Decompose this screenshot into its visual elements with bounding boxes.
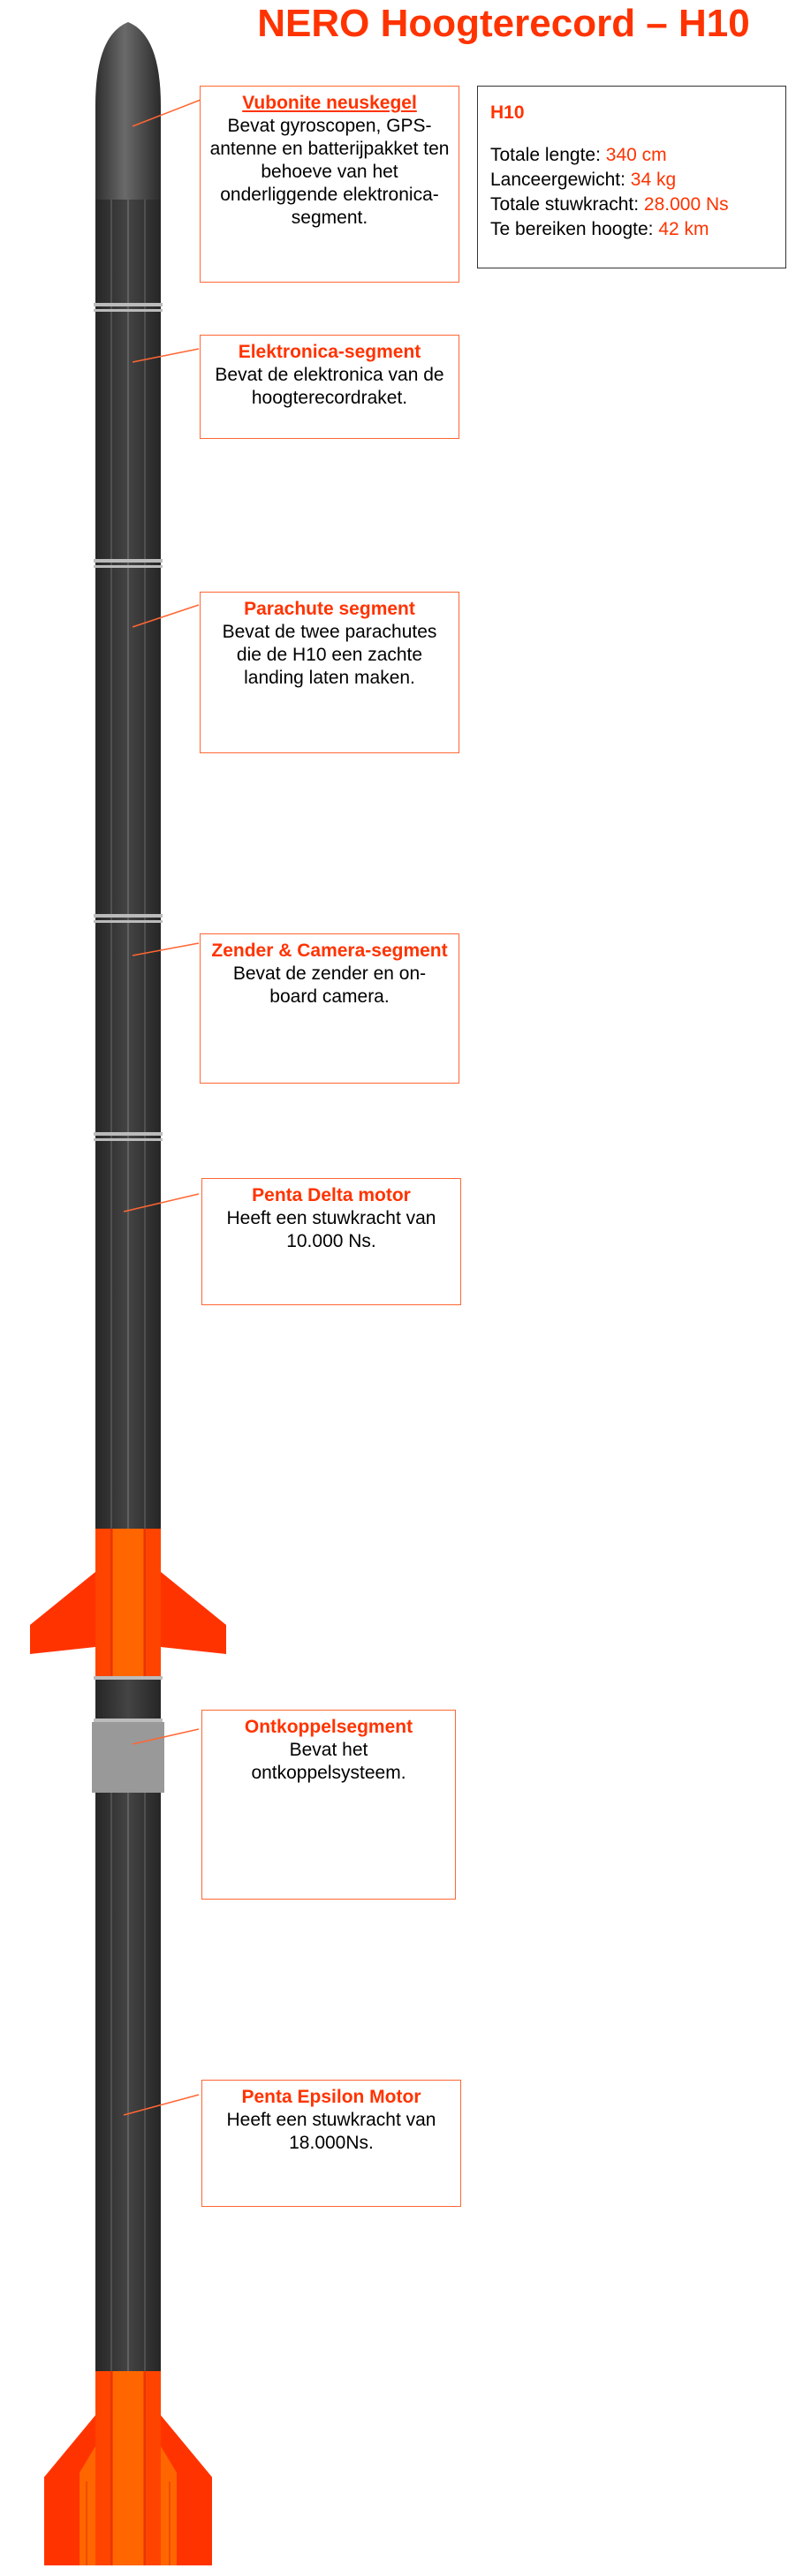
callout-title: Zender & Camera-segment xyxy=(211,941,448,961)
leader-line xyxy=(132,1728,200,1745)
callout-title: Penta Delta motor xyxy=(252,1185,411,1205)
leader-line xyxy=(132,604,200,628)
callout-parachute-segment: Parachute segment Bevat de twee parachut… xyxy=(200,592,459,753)
spec-value: 28.000 Ns xyxy=(643,194,729,215)
spec-row: Te bereiken hoogte: 42 km xyxy=(490,217,773,242)
callout-description: Bevat de elektronica van de hoogterecord… xyxy=(215,365,444,408)
upper-fin-left xyxy=(30,1572,95,1654)
callout-title: Vubonite neuskegel xyxy=(242,93,417,113)
spec-label: Te bereiken hoogte: xyxy=(490,219,654,239)
callout-penta-delta-motor: Penta Delta motor Heeft een stuwkracht v… xyxy=(201,1178,461,1305)
callout-title: Penta Epsilon Motor xyxy=(241,2087,421,2107)
coupler-segment xyxy=(92,1722,164,1793)
spec-value: 34 kg xyxy=(630,170,677,190)
upper-fin-right xyxy=(161,1572,226,1654)
spec-label: Totale stuwkracht: xyxy=(490,194,640,215)
specs-box: H10 Totale lengte: 340 cm Lanceergewicht… xyxy=(477,86,786,268)
leader-line xyxy=(132,94,213,127)
callout-title: Ontkoppelsegment xyxy=(244,1717,413,1737)
spec-label: Totale lengte: xyxy=(490,145,601,165)
nose-cone xyxy=(95,22,161,200)
spec-row: Totale lengte: 340 cm xyxy=(490,143,773,168)
segment-joint xyxy=(94,303,163,1141)
spec-label: Lanceergewicht: xyxy=(490,170,625,190)
leader-line xyxy=(132,348,200,363)
leader-lines xyxy=(123,94,213,2116)
callout-title: Parachute segment xyxy=(244,599,415,619)
callout-nose-cone: Vubonite neuskegel Bevat gyroscopen, GPS… xyxy=(200,86,459,283)
specs-heading: H10 xyxy=(490,102,525,123)
leader-line xyxy=(132,942,200,956)
leader-line xyxy=(123,2094,200,2116)
callout-transmitter-camera-segment: Zender & Camera-segment Bevat de zender … xyxy=(200,933,459,1084)
callout-decoupler-segment: Ontkoppelsegment Bevat het ontkoppelsyst… xyxy=(201,1710,456,1900)
callout-penta-epsilon-motor: Penta Epsilon Motor Heeft een stuwkracht… xyxy=(201,2080,461,2207)
callout-description: Heeft een stuwkracht van 10.000 Ns. xyxy=(226,1208,436,1251)
spec-row: Totale stuwkracht: 28.000 Ns xyxy=(490,193,773,217)
spec-row: Lanceergewicht: 34 kg xyxy=(490,168,773,193)
callout-description: Bevat de twee parachutes die de H10 een … xyxy=(222,622,437,688)
spec-value: 340 cm xyxy=(605,145,667,165)
spec-value: 42 km xyxy=(658,219,709,239)
callout-description: Bevat gyroscopen, GPS-antenne en batteri… xyxy=(209,116,450,228)
page-title: NERO Hoogterecord – H10 xyxy=(257,2,750,45)
leader-line xyxy=(123,1193,200,1212)
callout-description: Bevat de zender en on-board camera. xyxy=(232,963,427,1007)
callout-electronics-segment: Elektronica-segment Bevat de elektronica… xyxy=(200,335,459,439)
callout-description: Heeft een stuwkracht van 18.000Ns. xyxy=(226,2110,436,2153)
callout-title: Elektronica-segment xyxy=(238,342,421,362)
callout-description: Bevat het ontkoppelsysteem. xyxy=(251,1740,406,1783)
